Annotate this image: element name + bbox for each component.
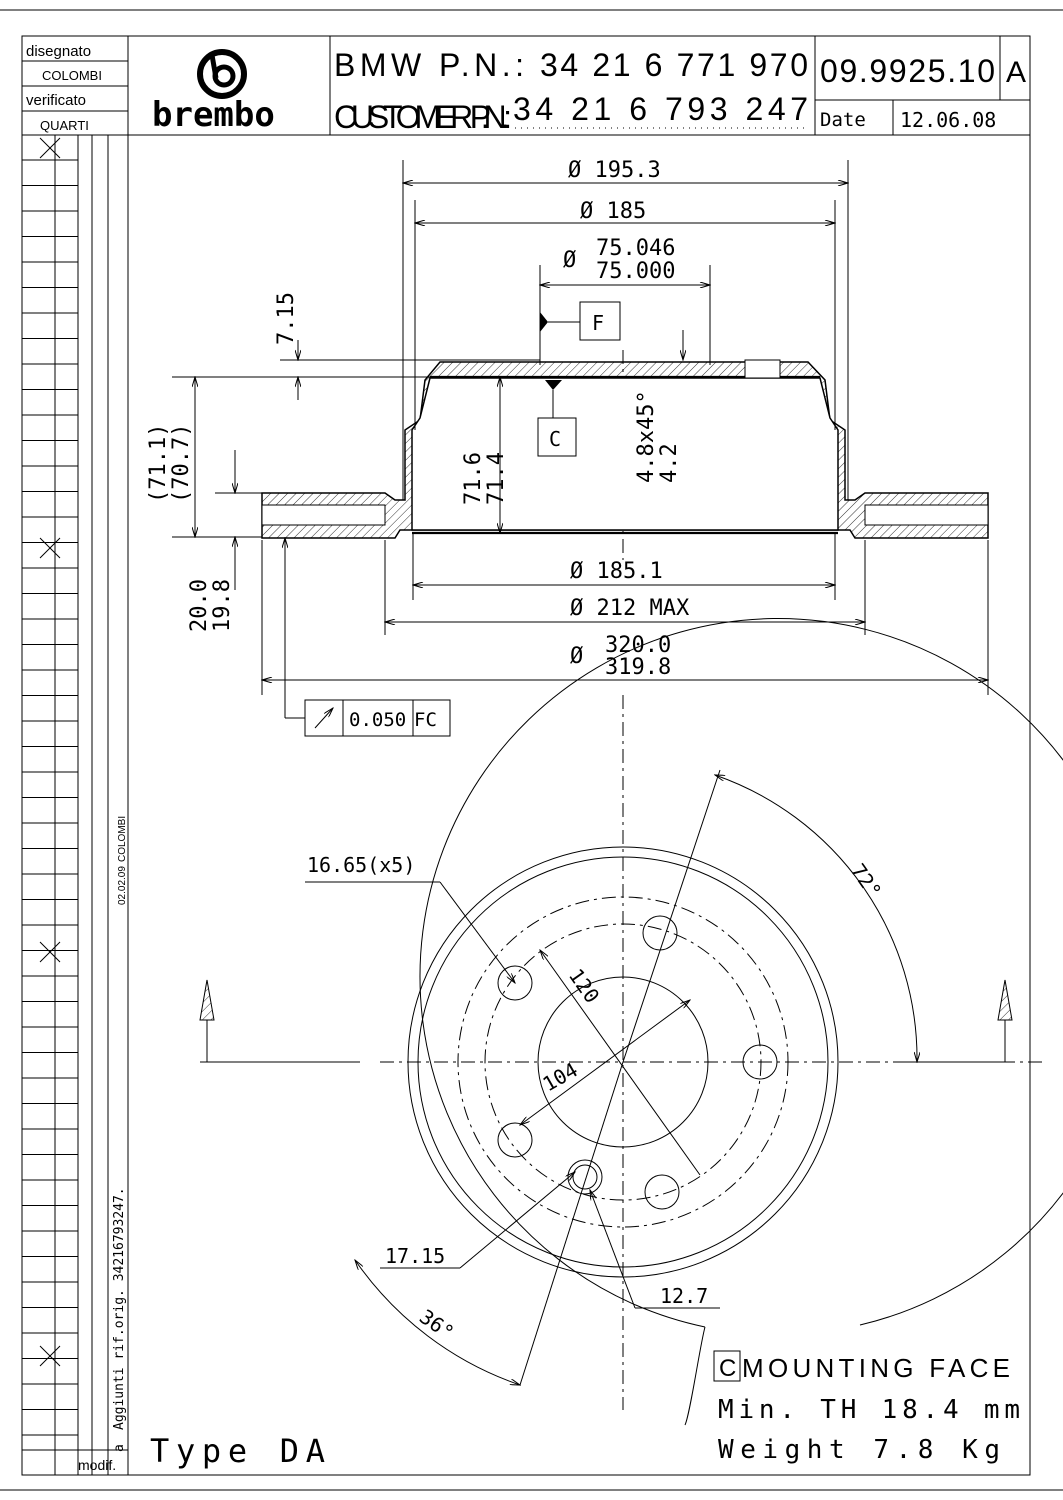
angle-72: 72°	[846, 859, 886, 902]
bolt-hole	[642, 915, 678, 951]
dim-chamfer-1: 4.8x45°	[634, 390, 659, 483]
dim-200: 20.0	[187, 579, 212, 632]
drawing-frame	[21, 35, 1031, 1476]
dim-212: Ø 212 MAX	[570, 596, 690, 621]
dim-75-sym: Ø	[563, 248, 576, 273]
date-label: Date	[820, 109, 866, 131]
dim-320-min: 319.8	[605, 655, 671, 680]
dim-716: 71.6	[461, 452, 486, 505]
dim-1715: 17.15	[385, 1244, 445, 1268]
runout-frame	[304, 699, 451, 737]
dim-320-max: 320.0	[605, 633, 671, 658]
hole-dia: 16.65(x5)	[307, 853, 415, 877]
customer-pn-label: CUSTOMER P.N.:	[334, 99, 512, 135]
runout-datum: FC	[414, 709, 437, 731]
bolt-hole	[497, 1122, 533, 1158]
rev-note: Aggiunti rif.orig. 34216793247.	[112, 1187, 127, 1430]
dim-185: Ø 185	[580, 199, 646, 224]
weight: Weight 7.8 Kg	[718, 1435, 1000, 1465]
bolt-hole	[644, 1174, 680, 1210]
dim-1851: Ø 185.1	[570, 559, 663, 584]
brembo-logo: brembo	[152, 49, 275, 135]
modif-label: modif.	[78, 1457, 116, 1473]
dim-75-max: 75.046	[596, 236, 675, 261]
min-thickness: Min. TH 18.4 mm	[718, 1395, 1020, 1425]
bolt-hole	[497, 965, 533, 1001]
note-datum-c: C	[719, 1355, 736, 1382]
bmw-pn: 34 21 6 771 970	[540, 47, 808, 83]
pcd: 120	[564, 964, 604, 1007]
dim-198: 19.8	[210, 579, 235, 632]
date: 12.06.08	[900, 108, 996, 132]
type-label: Type DA	[150, 1432, 325, 1470]
front-view: 72° 16.65(x5) 120 104 17.15 12.7 36°	[199, 618, 1063, 1426]
dim-127: 12.7	[660, 1284, 708, 1308]
checked-by: QUARTI	[40, 118, 89, 133]
runout-value: 0.050	[349, 709, 406, 731]
drawn-label: disegnato	[26, 43, 91, 60]
title-block: disegnato COLOMBI verificato QUARTI brem…	[22, 36, 1030, 1475]
dim-chamfer-2: 4.2	[657, 443, 682, 483]
rev-date: 02.02.09	[117, 866, 128, 905]
drawing-number: 09.9925.10	[820, 53, 995, 89]
bmw-pn-label: BMW P.N.:	[334, 47, 524, 83]
dim-711: (71.1)	[146, 424, 171, 503]
mounting-face: MOUNTING FACE	[742, 1353, 1010, 1383]
datum-c: C	[549, 427, 561, 451]
logo-text: brembo	[152, 95, 275, 135]
notes: C MOUNTING FACE Min. TH 18.4 mm Weight 7…	[150, 1350, 1020, 1470]
rev-by: COLOMBI	[117, 816, 128, 862]
rev-letter: a	[112, 1444, 127, 1452]
section-view: Ø 195.3 Ø 185 Ø 75.046 75.000 F C 7.15 (…	[146, 158, 988, 737]
dim-715: 7.15	[274, 292, 299, 345]
angle-36: 36°	[415, 1304, 458, 1344]
revision: A	[1006, 56, 1026, 89]
dim-195: Ø 195.3	[568, 158, 661, 183]
dim-707: (70.7)	[169, 424, 194, 503]
datum-f: F	[592, 311, 604, 335]
customer-pn: 34 21 6 793 247	[513, 91, 808, 127]
dim-75-min: 75.000	[596, 259, 675, 284]
dim-320-sym: Ø	[570, 644, 583, 669]
hub-dia: 104	[539, 1057, 582, 1096]
checked-label: verificato	[26, 92, 86, 109]
drawn-by: COLOMBI	[42, 68, 102, 83]
runout-icon	[314, 708, 333, 729]
revision-strip	[22, 135, 128, 1475]
dim-714: 71.4	[484, 452, 509, 505]
